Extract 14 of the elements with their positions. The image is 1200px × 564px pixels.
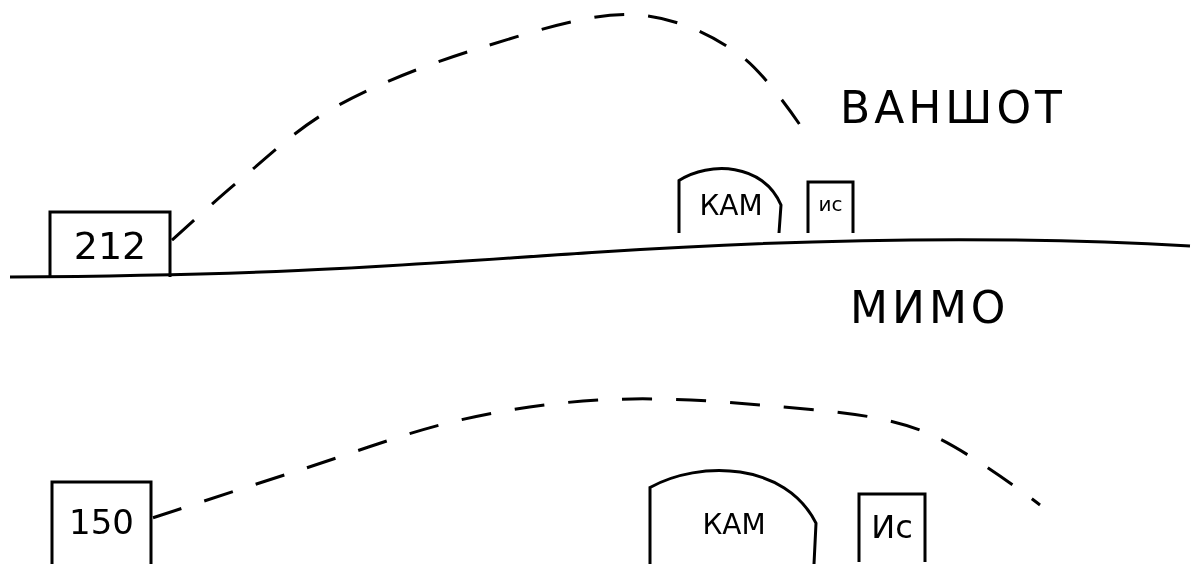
box-shape bbox=[806, 180, 855, 233]
node-text: 150 bbox=[68, 502, 135, 542]
box-shape bbox=[48, 210, 172, 277]
node-text: КАМ bbox=[698, 189, 764, 222]
box-shape bbox=[857, 492, 927, 562]
node-text: ис bbox=[817, 192, 844, 216]
note-text: ВАНШОТ bbox=[840, 82, 1066, 133]
dashed-trajectory bbox=[152, 397, 1041, 520]
node-text: Ис bbox=[870, 508, 914, 546]
note-text: МИМО bbox=[850, 282, 1010, 333]
box-shape bbox=[50, 480, 153, 564]
dashed-trajectory bbox=[171, 13, 802, 242]
node-text: КАМ bbox=[701, 508, 767, 541]
node-text: 212 bbox=[72, 224, 148, 268]
